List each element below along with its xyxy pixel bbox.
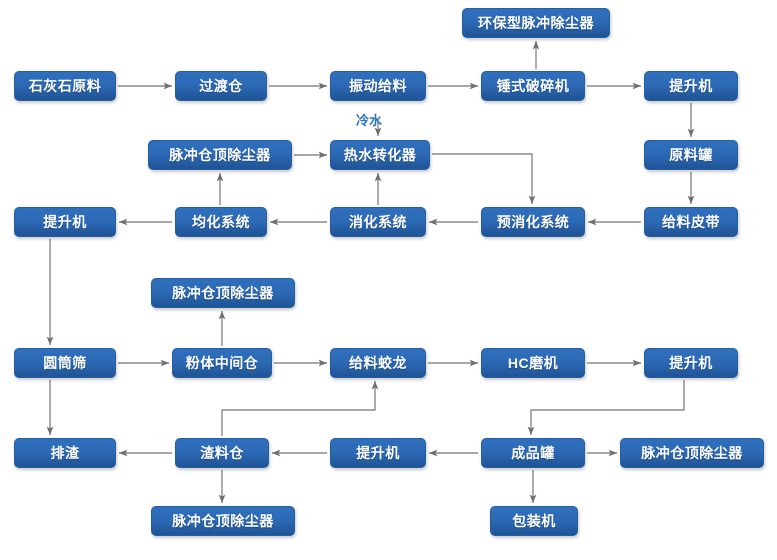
node-n17[interactable]: 粉体中间仓 <box>172 348 272 378</box>
node-n09[interactable]: 原料罐 <box>644 140 738 170</box>
node-n07[interactable]: 脉冲仓顶除尘器 <box>148 140 292 170</box>
node-n21[interactable]: 排渣 <box>14 438 116 468</box>
node-n13[interactable]: 预消化系统 <box>481 207 585 237</box>
node-n24[interactable]: 成品罐 <box>481 438 585 468</box>
node-n14[interactable]: 给料皮带 <box>644 207 738 237</box>
node-n16[interactable]: 圆筒筛 <box>14 348 116 378</box>
node-n12[interactable]: 消化系统 <box>330 207 426 237</box>
node-n05[interactable]: 提升机 <box>644 71 738 101</box>
node-n03[interactable]: 振动给料 <box>330 71 426 101</box>
node-n08[interactable]: 热水转化器 <box>330 140 430 170</box>
node-n02[interactable]: 过渡仓 <box>175 71 267 101</box>
edge-n20-n24 <box>527 380 685 435</box>
node-n04[interactable]: 锤式破碎机 <box>481 71 585 101</box>
annotation-cold-water: 冷水 <box>356 113 383 128</box>
node-n19[interactable]: HC磨机 <box>481 348 585 378</box>
node-n06[interactable]: 环保型脉冲除尘器 <box>462 8 610 38</box>
node-n10[interactable]: 提升机 <box>14 207 116 237</box>
edge-n08-n13 <box>432 153 536 204</box>
node-n01[interactable]: 石灰石原料 <box>14 71 116 101</box>
node-n20[interactable]: 提升机 <box>644 348 738 378</box>
edge-n22-n18 <box>221 381 379 436</box>
node-n22[interactable]: 渣料仓 <box>175 438 269 468</box>
node-n25[interactable]: 脉冲仓顶除尘器 <box>620 438 764 468</box>
node-n23[interactable]: 提升机 <box>330 438 426 468</box>
node-n18[interactable]: 给料蛟龙 <box>330 348 426 378</box>
node-n27[interactable]: 包装机 <box>490 506 578 536</box>
node-n11[interactable]: 均化系统 <box>175 207 267 237</box>
node-n15[interactable]: 脉冲仓顶除尘器 <box>151 278 295 308</box>
node-n26[interactable]: 脉冲仓顶除尘器 <box>151 506 295 536</box>
